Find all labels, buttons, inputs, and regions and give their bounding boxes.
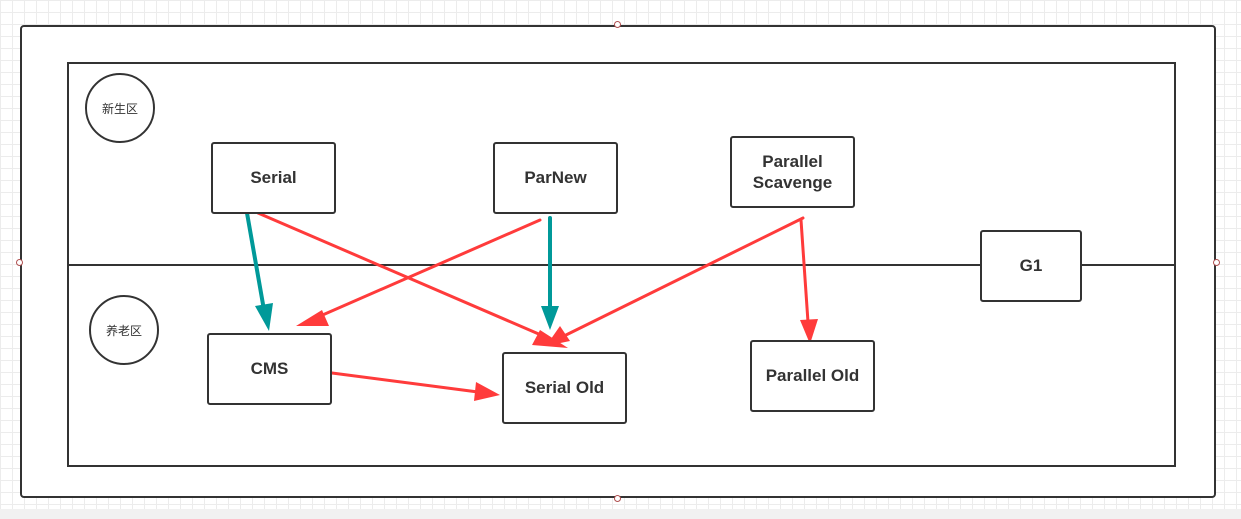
serial-old-node[interactable]: Serial Old [502,352,627,424]
arrow-cms-to-serial-old [330,371,480,394]
parnew-node[interactable]: ParNew [493,142,618,214]
arrow-serial-to-cms [245,211,266,312]
resize-handle-right[interactable] [1213,259,1220,266]
arrow-serial-to-serial-old [256,211,550,340]
arrowhead-parnew-to-cms [296,310,329,326]
arrow-parallel-scavenge-to-parallel-old [799,218,810,324]
arrowhead-parallel-scavenge-to-serial-old [546,326,570,346]
resize-handle-left[interactable] [16,259,23,266]
arrowhead-parallel-scavenge-to-parallel-old [800,319,818,344]
arrowhead-cms-to-serial-old [474,382,500,401]
resize-handle-bottom[interactable] [614,495,621,502]
arrowhead-serial-to-cms [255,303,273,331]
arrowhead-serial-to-serial-old [532,330,568,348]
parallel-old-node[interactable]: Parallel Old [750,340,875,412]
resize-handle-top[interactable] [614,21,621,28]
generation-divider [67,264,1176,266]
young-generation-circle: 新生区 [85,73,155,143]
arrowhead-parnew-to-serial-old [541,306,559,330]
arrow-parallel-scavenge-to-serial-old [564,216,805,337]
cms-node[interactable]: CMS [207,333,332,405]
parallel-scavenge-node[interactable]: Parallel Scavenge [730,136,855,208]
arrow-parnew-to-cms [316,218,542,319]
old-generation-circle: 养老区 [89,295,159,365]
g1-node[interactable]: G1 [980,230,1082,302]
canvas-bottom-strip [0,509,1241,519]
serial-node[interactable]: Serial [211,142,336,214]
